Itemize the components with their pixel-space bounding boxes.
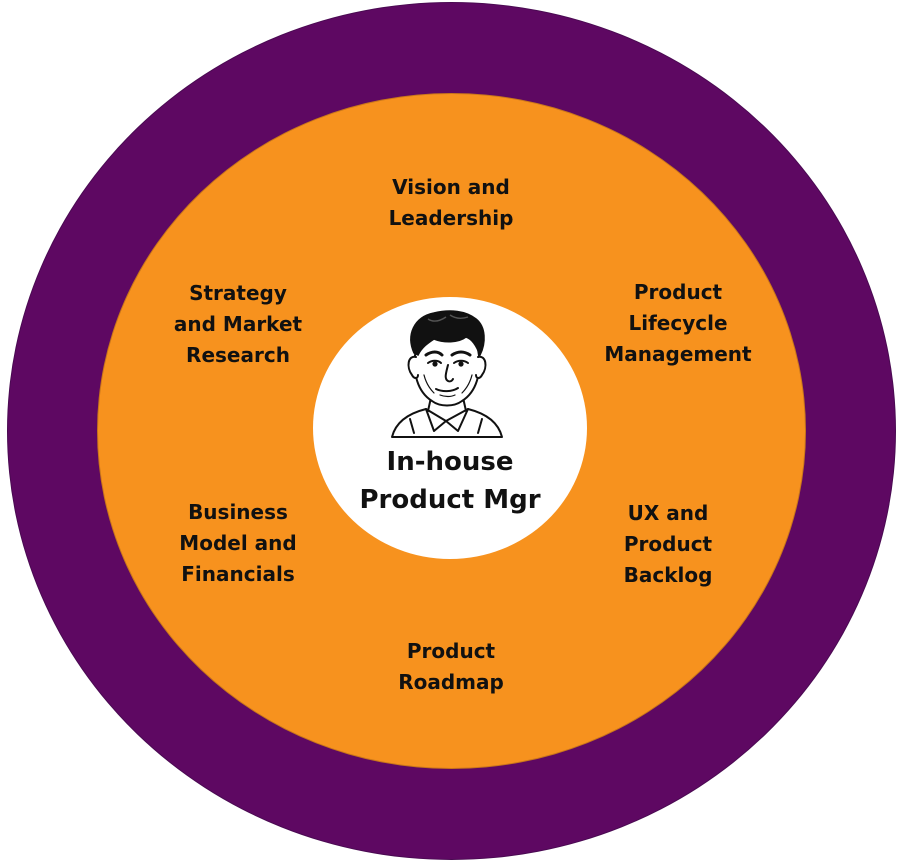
area-ux-and-product-backlog: UX and Product Backlog xyxy=(623,501,713,587)
area-product-lifecycle-management: Product Lifecycle Management xyxy=(604,280,752,366)
center-title: In-house Product Mgr xyxy=(359,447,541,515)
area-business-model-and-financials: Business Model and Financials xyxy=(179,500,297,586)
area-strategy-and-market-research: Strategy and Market Research xyxy=(173,281,303,367)
product-manager-portrait-icon xyxy=(391,310,503,438)
area-vision-and-leadership: Vision and Leadership xyxy=(388,175,514,230)
area-product-roadmap: Product Roadmap xyxy=(398,639,504,694)
